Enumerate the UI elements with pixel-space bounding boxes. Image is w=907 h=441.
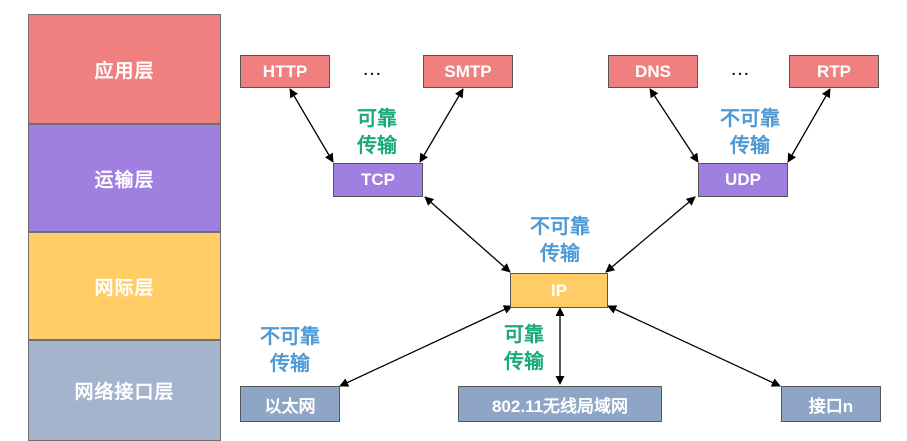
udp-box: UDP <box>698 163 788 197</box>
arrow-http-tcp <box>289 88 334 163</box>
interface-n-box: 接口n <box>781 386 881 422</box>
http-box: HTTP <box>240 55 330 88</box>
rtp-box: RTP <box>789 55 879 88</box>
udp-label-line1: 不可靠 <box>720 108 780 130</box>
arrow-dns-udp <box>649 88 699 163</box>
tcp-label-line1: 可靠 <box>357 108 397 130</box>
wlan-label-line2: 传输 <box>504 351 544 373</box>
arrow-rtp-udp <box>787 88 831 163</box>
arrow-udp-ip <box>605 196 696 273</box>
layer-application: 应用层 <box>28 14 221 124</box>
ellipsis-right: … <box>730 58 753 80</box>
ip-label-line2: 传输 <box>540 243 580 265</box>
wlan-label-line1: 可靠 <box>504 324 544 346</box>
smtp-box: SMTP <box>423 55 513 88</box>
tcp-label-line2: 传输 <box>357 135 397 157</box>
udp-reliability-label: 不可靠 传输 <box>710 106 790 160</box>
layer-internet: 网际层 <box>28 232 221 340</box>
wlan-box: 802.11无线局域网 <box>458 386 662 422</box>
ellipsis-left: … <box>362 58 385 80</box>
tcp-reliability-label: 可靠 传输 <box>337 106 417 160</box>
ip-label-line1: 不可靠 <box>530 216 590 238</box>
layer-transport: 运输层 <box>28 124 221 232</box>
ip-reliability-label: 不可靠 传输 <box>520 214 600 268</box>
ethernet-label-line1: 不可靠 <box>260 326 320 348</box>
arrow-tcp-ip <box>424 196 511 273</box>
ip-box: IP <box>510 273 608 308</box>
udp-label-line2: 传输 <box>730 135 770 157</box>
dns-box: DNS <box>608 55 698 88</box>
wlan-reliability-label: 可靠 传输 <box>484 322 564 376</box>
ethernet-box: 以太网 <box>240 386 340 422</box>
ethernet-label-line2: 传输 <box>270 353 310 375</box>
arrow-ip-ethernet <box>339 305 513 387</box>
tcp-box: TCP <box>333 163 423 197</box>
arrow-smtp-tcp <box>419 88 464 163</box>
ethernet-reliability-label: 不可靠 传输 <box>250 324 330 378</box>
arrow-ip-interface-n <box>607 305 781 387</box>
